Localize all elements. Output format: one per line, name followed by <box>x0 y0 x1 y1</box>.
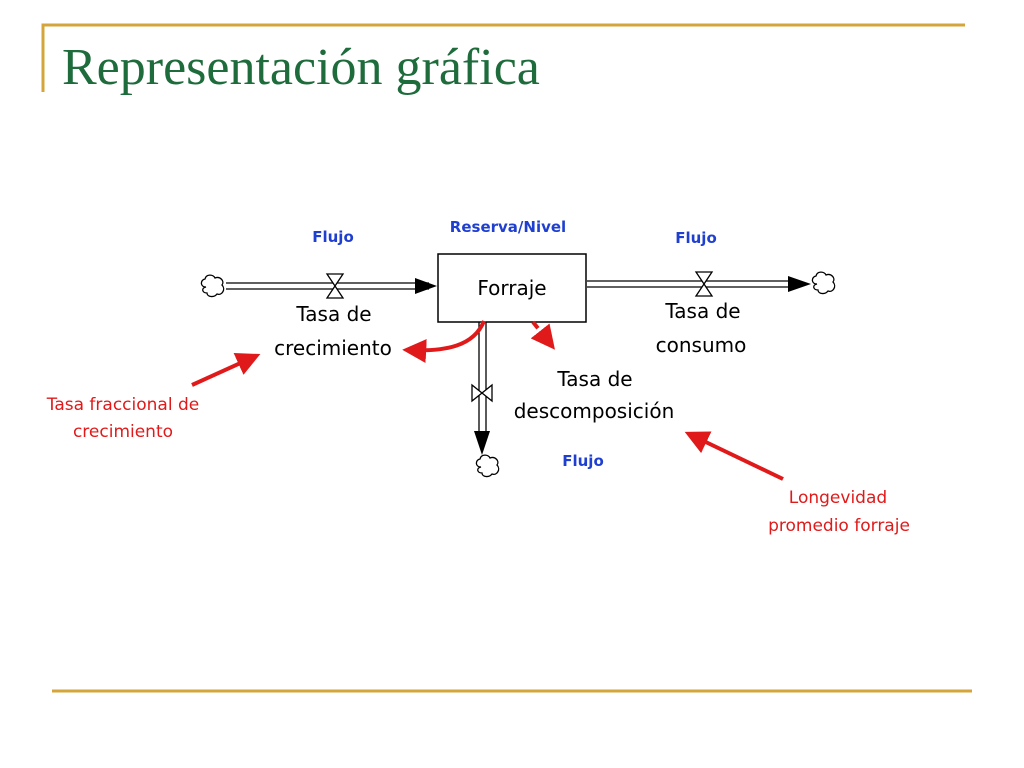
flow-arrowhead <box>788 276 811 292</box>
flow-arrowhead <box>474 431 490 455</box>
flow-category-label: Flujo <box>312 228 354 246</box>
link-forraje-to-crecimiento <box>402 320 486 363</box>
flow-category-label: Flujo <box>562 452 604 470</box>
flow-name-line2: descomposición <box>514 399 675 423</box>
outflow-descomposicion: Flujo Tasa de descomposición <box>471 322 675 478</box>
auxiliary-longevidad-line2: promedio forraje <box>768 516 910 536</box>
link-fraccional-to-crecimiento <box>191 352 261 387</box>
flow-category-label: Flujo <box>675 229 717 247</box>
auxiliary-longevidad-line1: Longevidad <box>789 488 887 508</box>
flow-arrowhead <box>415 278 437 294</box>
cloud-icon <box>475 454 500 478</box>
flow-name-line1: Tasa de <box>295 302 371 326</box>
auxiliary-fraccional-line2: crecimiento <box>73 422 173 442</box>
flow-name-line1: Tasa de <box>664 299 740 323</box>
auxiliary-fraccional-line1: Tasa fraccional de <box>46 395 199 415</box>
valve-icon <box>471 383 493 403</box>
link-longevidad-to-descomposicion <box>684 431 784 481</box>
valve-icon <box>694 271 714 297</box>
link-forraje-to-descomposicion <box>530 320 555 350</box>
title-accent-bracket <box>41 23 965 92</box>
slide-title: Representación gráfica <box>62 39 540 96</box>
inflow-crecimiento: Flujo Tasa de crecimiento <box>200 228 437 360</box>
outflow-consumo: Flujo Tasa de consumo <box>587 229 836 357</box>
stock-category-label: Reserva/Nivel <box>450 218 566 236</box>
cloud-icon <box>200 274 225 298</box>
flow-name-line2: crecimiento <box>274 336 392 360</box>
cloud-icon <box>811 271 836 295</box>
flow-name-line2: consumo <box>656 333 747 357</box>
flow-name-line1: Tasa de <box>556 367 632 391</box>
stock-name: Forraje <box>477 276 546 300</box>
valve-icon <box>325 273 345 299</box>
stock-box-forraje <box>437 253 587 323</box>
